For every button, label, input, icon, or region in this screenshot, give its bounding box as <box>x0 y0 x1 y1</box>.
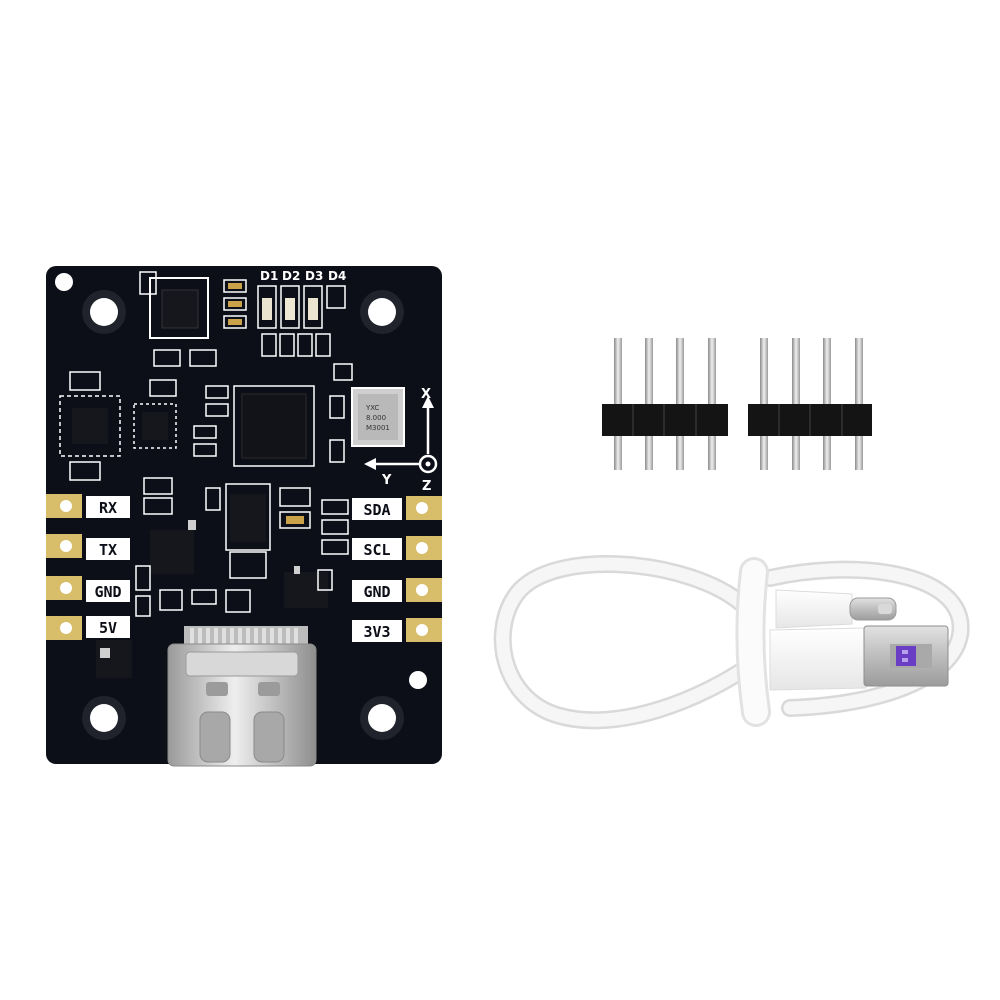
pin-label: 3V3 <box>363 623 390 641</box>
axis-y-label: Y <box>381 473 392 488</box>
mounting-holes <box>55 273 427 740</box>
left-pin-labels: RX TX GND 5V <box>86 496 130 638</box>
led-label: D4 <box>328 269 346 283</box>
crystal-oscillator: YXC 8.000 M3001 <box>329 363 405 463</box>
usb-a-plug <box>769 625 949 691</box>
pin-label: SDA <box>363 501 390 519</box>
pin-label: 5V <box>99 619 117 637</box>
axis-indicator: X Y Z <box>364 387 438 494</box>
led-labels: D1 D2 D3 D4 <box>260 269 346 283</box>
pin-label: SCL <box>363 541 390 559</box>
top-passives <box>223 279 247 329</box>
status-leds <box>257 285 346 357</box>
sensor-board: D1 D2 D3 D4 <box>46 266 442 767</box>
qfn-chip-top <box>139 271 217 367</box>
led-label: D2 <box>282 269 300 283</box>
pin-header-left <box>602 338 728 470</box>
pin-header-right <box>748 338 872 470</box>
pin-label: GND <box>363 583 390 601</box>
soic-chip-left <box>133 379 177 449</box>
usb-c-port <box>167 626 317 767</box>
led-label: D3 <box>305 269 323 283</box>
right-pin-pads <box>406 496 442 642</box>
left-pin-pads <box>46 494 82 640</box>
pin-label: RX <box>99 499 117 517</box>
right-pin-labels: SDA SCL GND 3V3 <box>352 498 402 642</box>
main-mcu-chip <box>193 385 315 467</box>
middle-components <box>96 477 349 678</box>
pin-label: GND <box>94 583 121 601</box>
crystal-marking: YXC <box>365 404 380 412</box>
imu-sensor-chip <box>59 371 121 481</box>
usb-cable <box>493 555 970 730</box>
led-label: D1 <box>260 269 278 283</box>
crystal-marking: 8.000 <box>366 414 386 422</box>
usb-c-plug <box>775 589 897 629</box>
crystal-marking: M3001 <box>366 424 390 432</box>
axis-z-label: Z <box>422 479 431 494</box>
pin-label: TX <box>99 541 117 559</box>
axis-x-label: X <box>421 387 431 402</box>
